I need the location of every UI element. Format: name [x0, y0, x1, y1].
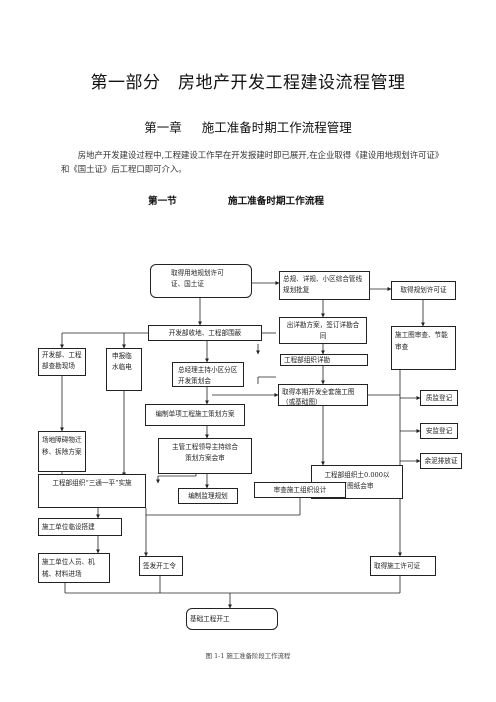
node-land-enclosure: 开发部收地、工程部围蔽: [148, 325, 262, 341]
node-supervision-plan: 编制监理规划: [178, 488, 238, 504]
chapter-name: 施工准备时期工作流程管理: [201, 120, 352, 135]
section-number: 第一节: [148, 196, 177, 207]
node-temp-facilities: 施工单位临设搭建: [38, 518, 122, 536]
node-drawing-review: 施工图审查、节能审查: [391, 326, 456, 370]
node-land-use-permit: 取得用地规划许可证、国土证: [150, 264, 252, 298]
node-detail-survey-plan: 出详勘方案，签订详勘合同: [279, 317, 367, 344]
figure-caption: 图 1-1 施工准备阶段工作流程: [205, 652, 291, 660]
chapter-number: 第一章: [144, 120, 182, 135]
page-title: 第一部分 房地产开发工程建设流程管理: [90, 73, 406, 93]
node-spoil-permit: 余泥排放证: [420, 453, 462, 469]
node-three-connections: 工程部组织“三通一平”实施: [38, 474, 146, 508]
chapter-heading: 第一章 施工准备时期工作流程管理: [0, 117, 496, 136]
node-obstacle-removal: 场地障碍物迁移、拆除方案: [38, 431, 86, 472]
node-commencement-order: 签发开工令: [139, 556, 183, 576]
node-safety-registration: 安监登记: [420, 423, 458, 439]
node-construction-permit: 取得施工许可证: [370, 556, 436, 576]
node-site-survey: 开发部、工程部查勘现场: [38, 348, 86, 376]
node-planning-approval: 总规、详规、小区综合管线规划批复: [279, 271, 370, 300]
node-mobilization: 施工单位人员、机械、材料进场: [38, 553, 110, 583]
node-full-drawings: 取得本期开发全套施工图（或基础图）: [278, 384, 368, 406]
node-organize-survey: 工程部组织详勘: [280, 354, 368, 366]
node-foundation-start: 基础工程开工: [186, 608, 278, 630]
intro-paragraph: 房地产开发建设过程中,工程建设工作早在开发报建时即已展开,在企业取得《建设用地规…: [61, 150, 444, 174]
section-name: 施工准备时期工作流程: [228, 196, 324, 207]
node-temp-utilities: 申报临水临电: [106, 348, 142, 391]
node-quality-registration: 质监登记: [420, 390, 458, 406]
node-plan-review: 主管工程领导主持综合策划方案会审: [158, 438, 252, 474]
node-construction-plan: 编制单项工程施工策划方案: [145, 404, 245, 426]
node-planning-permit: 取得规划许可证: [391, 281, 456, 300]
node-review-org-design: 审查施工组织设计: [254, 482, 346, 498]
node-planning-meeting: 总经理主持小区分区开发策划会: [172, 362, 244, 387]
